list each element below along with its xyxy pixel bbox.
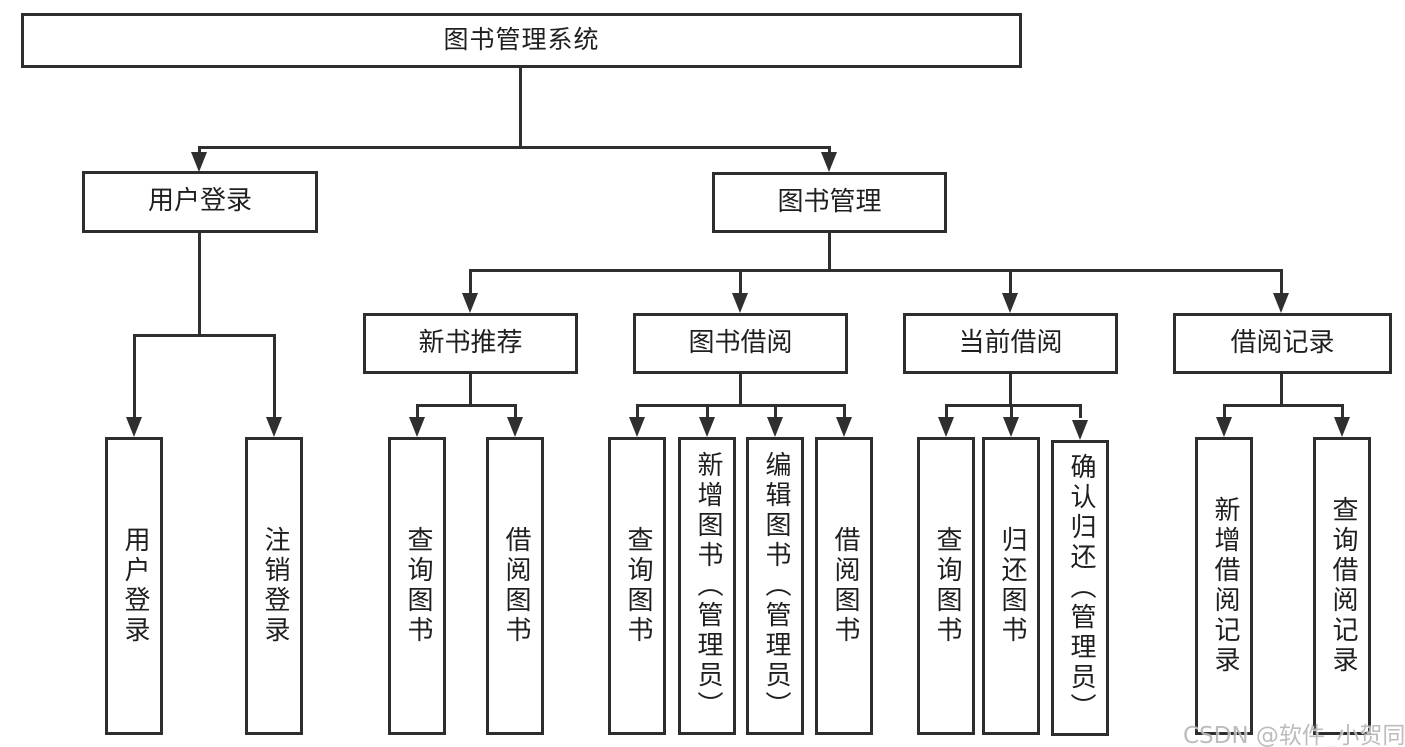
arrow-down-icon — [1216, 417, 1232, 437]
leaf-label: 编辑图书（管理员） — [760, 451, 791, 721]
connector-line — [519, 68, 522, 147]
leaf-query-borrow-record: 查询借阅记录 — [1313, 437, 1371, 735]
arrow-down-icon — [629, 417, 645, 437]
leaf-label: 借阅图书 — [500, 526, 531, 646]
node-label: 图书管理 — [777, 186, 882, 217]
connector-line — [469, 270, 472, 294]
connector-line — [1079, 405, 1082, 418]
connector-line — [636, 404, 846, 407]
leaf-logout: 注销登录 — [245, 437, 303, 735]
node-label: 图书借阅 — [688, 327, 793, 358]
arrow-down-icon — [1273, 293, 1289, 313]
leaf-label: 归还图书 — [996, 526, 1027, 646]
node-current-borrowing: 当前借阅 — [903, 313, 1118, 374]
leaf-label: 确认归还（管理员） — [1065, 453, 1096, 723]
leaf-label: 查询图书 — [622, 526, 653, 646]
leaf-label: 查询图书 — [931, 526, 962, 646]
connector-line — [1223, 405, 1226, 418]
connector-line — [198, 146, 831, 149]
arrow-down-icon — [1003, 417, 1019, 437]
leaf-borrow-books: 借阅图书 — [815, 437, 873, 735]
node-new-book-recommendation: 新书推荐 — [363, 313, 578, 374]
connector-line — [514, 405, 517, 418]
csdn-watermark: CSDN @软件_小贺同学 — [1183, 723, 1405, 747]
leaf-edit-books-admin: 编辑图书（管理员） — [746, 437, 804, 735]
arrow-down-icon — [1002, 293, 1018, 313]
node-label: 借阅记录 — [1230, 327, 1335, 358]
leaf-label: 新增图书（管理员） — [692, 451, 723, 721]
connector-line — [706, 405, 709, 418]
leaf-label: 查询图书 — [402, 526, 433, 646]
connector-line — [469, 374, 472, 407]
arrow-down-icon — [126, 417, 142, 437]
connector-line — [1009, 270, 1012, 294]
connector-line — [1280, 270, 1283, 294]
connector-line — [273, 335, 276, 418]
node-borrowing-records: 借阅记录 — [1173, 313, 1392, 374]
arrow-down-icon — [836, 417, 852, 437]
leaf-confirm-return-admin: 确认归还（管理员） — [1051, 440, 1109, 736]
node-label: 当前借阅 — [958, 327, 1063, 358]
connector-line — [198, 233, 201, 337]
connector-line — [133, 334, 276, 337]
leaf-user-login: 用户登录 — [105, 437, 163, 735]
connector-line — [828, 147, 831, 154]
connector-line — [416, 404, 517, 407]
arrow-down-icon — [767, 417, 783, 437]
connector-line — [1280, 374, 1283, 407]
leaf-label: 借阅图书 — [829, 526, 860, 646]
connector-line — [843, 405, 846, 418]
node-label: 用户登录 — [147, 186, 252, 217]
leaf-label: 注销登录 — [259, 526, 290, 646]
connector-line — [739, 270, 742, 294]
arrow-down-icon — [507, 417, 523, 437]
leaf-label: 新增借阅记录 — [1209, 496, 1240, 676]
node-book-management: 图书管理 — [712, 172, 947, 233]
connector-line — [945, 405, 948, 418]
arrow-down-icon — [938, 417, 954, 437]
node-label: 图书管理系统 — [443, 25, 600, 55]
arrow-down-icon — [462, 293, 478, 313]
connector-line — [1010, 405, 1013, 418]
leaf-query-books-current: 查询图书 — [917, 437, 975, 735]
leaf-label: 查询借阅记录 — [1327, 496, 1358, 676]
leaf-label: 用户登录 — [119, 526, 150, 646]
arrow-down-icon — [409, 417, 425, 437]
leaf-query-books-recommend: 查询图书 — [388, 437, 446, 735]
connector-line — [774, 405, 777, 418]
node-label: 新书推荐 — [418, 327, 523, 358]
connector-line — [1009, 374, 1012, 407]
leaf-add-borrow-record: 新增借阅记录 — [1195, 437, 1253, 735]
connector-line — [828, 232, 831, 272]
node-user-login: 用户登录 — [82, 171, 318, 233]
arrow-down-icon — [191, 152, 207, 172]
arrow-down-icon — [699, 417, 715, 437]
arrow-down-icon — [266, 417, 282, 437]
connector-line — [636, 405, 639, 418]
connector-line — [133, 335, 136, 418]
node-book-borrowing: 图书借阅 — [633, 313, 848, 374]
connector-line — [945, 404, 1082, 407]
arrow-down-icon — [732, 293, 748, 313]
connector-line — [416, 405, 419, 418]
node-library-management-system: 图书管理系统 — [21, 13, 1022, 68]
connector-line — [1223, 404, 1344, 407]
leaf-return-books: 归还图书 — [982, 437, 1040, 735]
leaf-query-books-borrow: 查询图书 — [608, 437, 666, 735]
connector-line — [739, 374, 742, 407]
arrow-down-icon — [821, 152, 837, 172]
leaf-borrow-books-recommend: 借阅图书 — [486, 437, 544, 735]
arrow-down-icon — [1072, 420, 1088, 440]
arrow-down-icon — [1334, 417, 1350, 437]
connector-line — [198, 147, 201, 154]
leaf-add-books-admin: 新增图书（管理员） — [678, 437, 736, 735]
connector-line — [1341, 405, 1344, 418]
connector-line — [469, 269, 1283, 272]
